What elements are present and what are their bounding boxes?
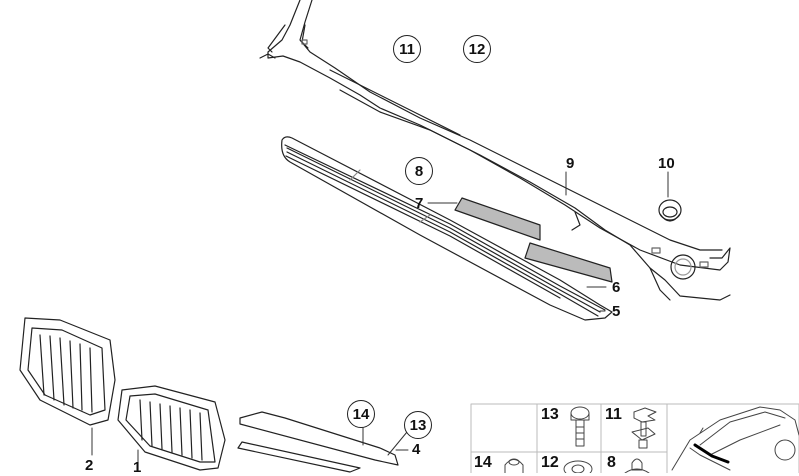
hardware-cell-14-label: 14 <box>474 454 492 471</box>
callout-7-label: 7 <box>415 195 424 212</box>
callout-5-label: 5 <box>612 303 621 320</box>
kidney-grille-left-part <box>19 317 116 426</box>
circled-callout-11: 11 <box>393 35 421 63</box>
screw-icon <box>570 406 590 447</box>
cap-icon <box>504 458 524 473</box>
circled-callout-8: 8 <box>405 157 433 185</box>
callout-10-label: 10 <box>658 155 675 172</box>
mesh-insert-part <box>454 197 613 283</box>
callout-2-label: 1 <box>133 459 142 476</box>
hardware-cell-12-label: 12 <box>541 454 559 471</box>
callout-1-label: 2 <box>85 457 94 474</box>
callout-6-label: 6 <box>612 279 621 296</box>
circled-callout-12: 12 <box>463 35 491 63</box>
kidney-grille-right-part <box>117 385 226 471</box>
grommet-part <box>658 199 682 222</box>
car-location-icon <box>671 406 799 471</box>
hardware-cell-11-label: 11 <box>605 406 622 423</box>
callout-9-label: 9 <box>566 155 575 172</box>
hardware-table-grid <box>470 403 799 473</box>
clip-icon <box>624 458 650 473</box>
air-inlet-strip-part <box>281 136 613 321</box>
hardware-cell-13-label: 13 <box>541 406 559 423</box>
washer-icon <box>563 460 593 473</box>
circled-callout-14: 14 <box>347 400 375 428</box>
circled-callout-13: 13 <box>404 411 432 439</box>
expanding-nut-icon <box>631 407 657 449</box>
callout-4-label: 4 <box>412 441 421 458</box>
cowl-panel-part <box>259 0 731 301</box>
hardware-cell-8-label: 8 <box>607 454 616 471</box>
bracket-part <box>237 411 399 473</box>
